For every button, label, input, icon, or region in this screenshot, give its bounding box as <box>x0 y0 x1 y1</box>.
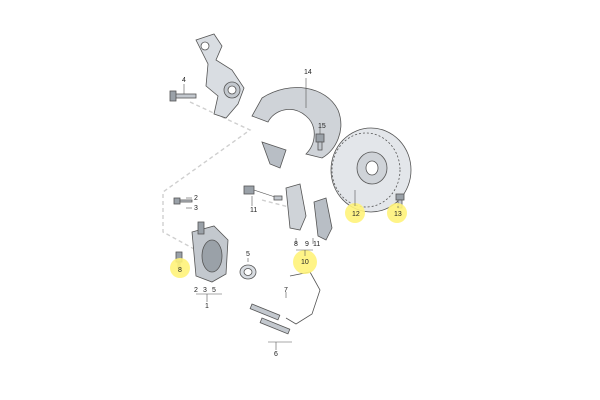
label-11-pad: 11 <box>313 241 320 248</box>
brake-disc-part-12 <box>330 127 412 213</box>
assembly-guide-lines <box>162 101 301 251</box>
spring-clip-part-7 <box>285 271 321 325</box>
label-3-bottom: 3 <box>203 287 207 294</box>
label-5-bottom: 5 <box>212 287 216 294</box>
wear-sensor-part-11 <box>243 185 283 201</box>
label-14: 14 <box>304 69 312 76</box>
brake-pad-outer <box>285 183 307 231</box>
bolt-part-4 <box>169 90 197 102</box>
label-5-seal: 5 <box>246 251 250 258</box>
piston-seal-part-5 <box>239 264 257 280</box>
guide-pin-part-6 <box>249 303 291 335</box>
brake-pad-inner <box>313 197 333 241</box>
brake-caliper-part-1 <box>191 221 229 283</box>
leader-lines <box>183 78 399 350</box>
label-8-bolt: 8 <box>178 267 182 274</box>
highlight-8 <box>170 258 190 278</box>
highlight-markers <box>170 203 407 278</box>
label-2-bottom: 2 <box>194 287 198 294</box>
highlight-12 <box>345 203 365 223</box>
splash-shield-part-14 <box>251 87 342 169</box>
label-3-top: 3 <box>194 205 198 212</box>
label-6: 6 <box>274 351 278 358</box>
label-2-top: 2 <box>194 195 198 202</box>
label-11-sensor: 11 <box>250 207 257 214</box>
bolt-part-2 <box>173 197 193 205</box>
label-8-pad: 8 <box>294 241 298 248</box>
highlight-13 <box>387 203 407 223</box>
label-10: 10 <box>301 259 309 266</box>
label-4: 4 <box>182 77 186 84</box>
highlight-10 <box>293 250 317 274</box>
label-1: 1 <box>205 303 209 310</box>
label-13: 13 <box>394 211 402 218</box>
part-labels: 4 14 15 12 13 11 2 3 8 5 2 3 5 1 8 9 11 … <box>178 69 402 358</box>
label-15: 15 <box>318 123 326 130</box>
label-9: 9 <box>305 241 309 248</box>
label-12: 12 <box>352 211 360 218</box>
label-7: 7 <box>284 287 288 294</box>
steering-knuckle <box>195 33 245 119</box>
